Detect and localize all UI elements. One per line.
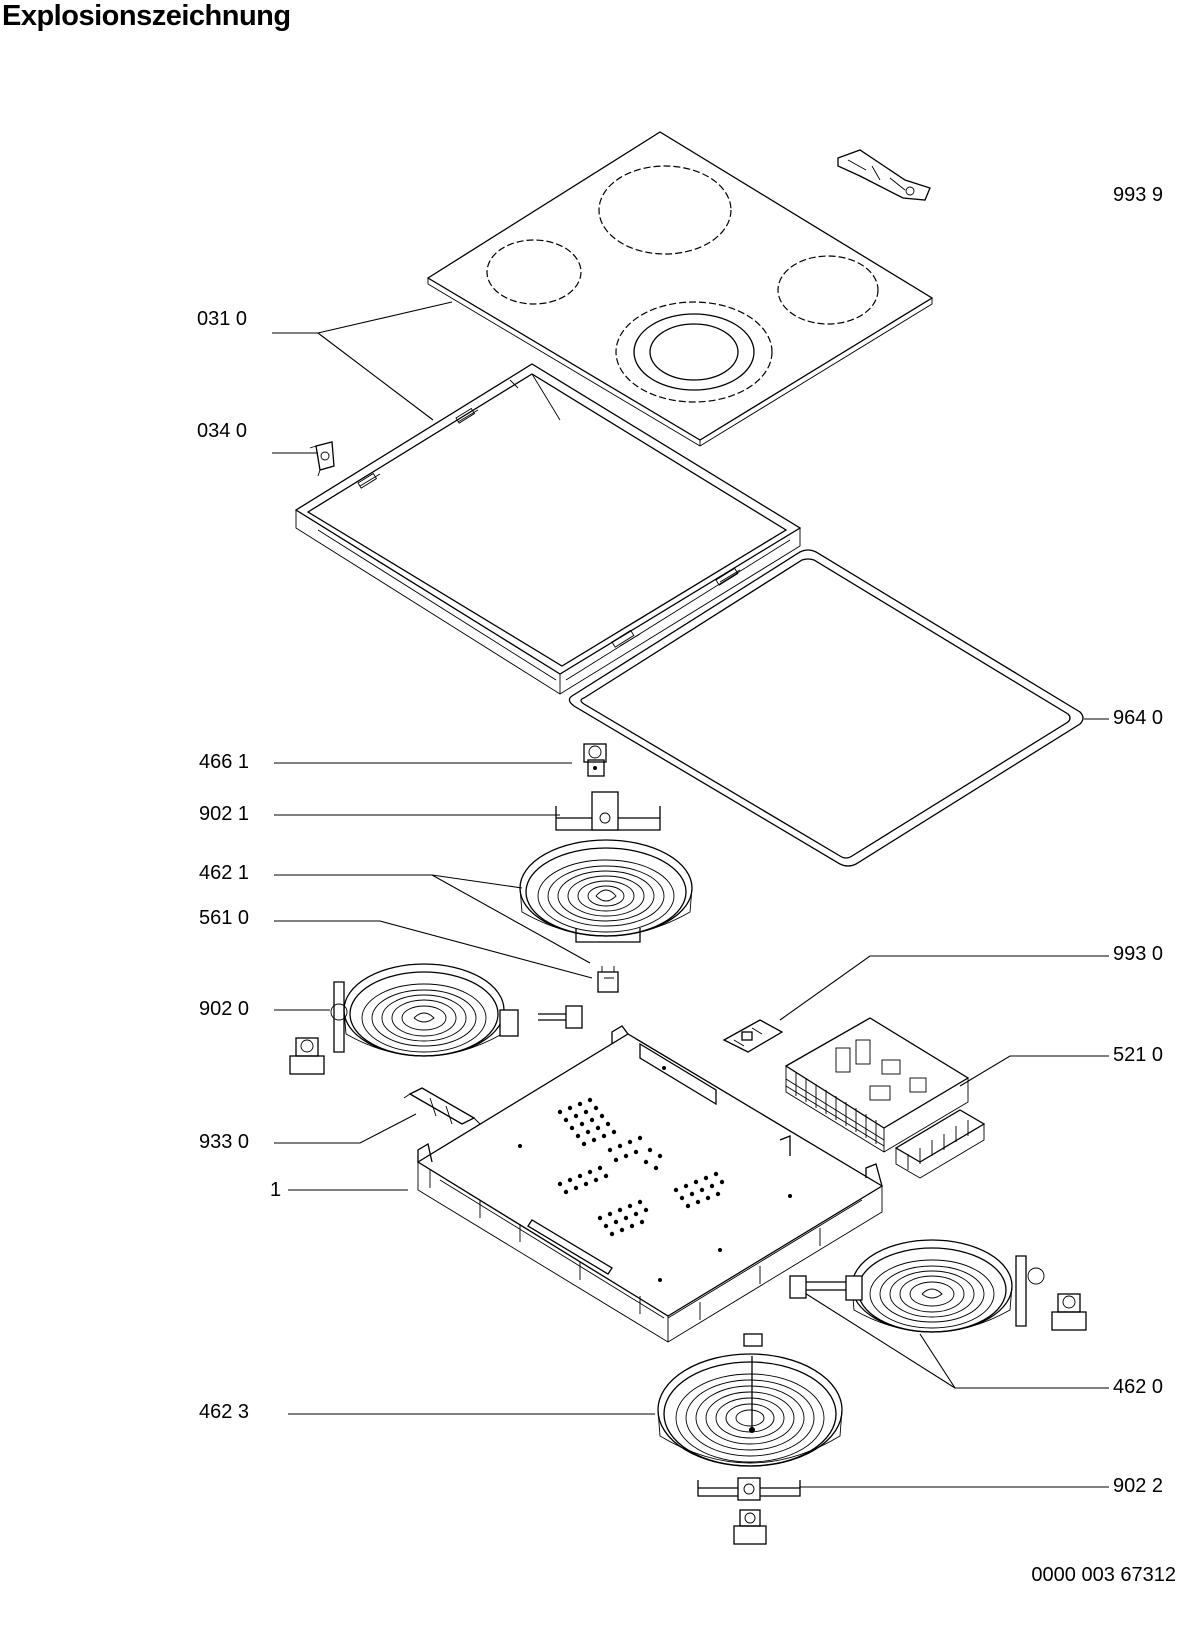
leader-521-0	[959, 1055, 1109, 1087]
part-561-0-connector	[597, 966, 619, 993]
leader-933-0	[274, 1113, 417, 1144]
part-034-0-clip	[309, 441, 335, 477]
part-466-1-regulator	[583, 743, 607, 777]
document-number: 0000 003 67312	[1031, 1564, 1176, 1586]
page-title: Explosionszeichnung	[2, 0, 291, 32]
callout-label-964-0: 964 0	[1113, 707, 1164, 729]
callout-label-031-0: 031 0	[197, 308, 248, 330]
part-902-0-left-element	[289, 963, 583, 1075]
part-933-0-clamp	[403, 1087, 481, 1125]
part-462-0-right-element	[789, 1239, 1087, 1333]
part-031-0-glass-top	[426, 131, 934, 447]
part-993-9-clip	[837, 149, 931, 201]
part-462-1-heating-element	[519, 839, 693, 943]
part-964-0-gasket	[568, 549, 1084, 867]
part-521-0-control-module	[784, 1017, 986, 1179]
part-462-3-dual-element	[657, 1333, 843, 1467]
leader-031-0	[272, 301, 453, 334]
leader-561-0	[274, 920, 593, 979]
callout-label-462-1: 462 1	[199, 862, 250, 884]
callout-label-034-0: 034 0	[197, 420, 248, 442]
leader-462-1-b	[431, 874, 591, 964]
callout-label-462-0: 462 0	[1113, 1376, 1164, 1398]
callout-label-1: 1	[270, 1179, 282, 1201]
callout-label-902-2: 902 2	[1113, 1475, 1164, 1497]
leader-lines	[272, 301, 1109, 1488]
leader-993-0	[779, 955, 1109, 1021]
callout-label-466-1: 466 1	[199, 751, 250, 773]
callout-label-462-3: 462 3	[199, 1401, 250, 1423]
callout-label-993-9: 993 9	[1113, 184, 1164, 206]
callout-label-902-1: 902 1	[199, 803, 250, 825]
callout-label-902-0: 902 0	[199, 998, 250, 1020]
callout-label-933-0: 933 0	[199, 1131, 250, 1153]
leader-462-0-b	[799, 1289, 956, 1389]
callout-label-521-0: 521 0	[1113, 1044, 1164, 1066]
callout-label-561-0: 561 0	[199, 907, 250, 929]
part-frame	[294, 363, 802, 695]
part-993-0-bracket	[722, 1019, 784, 1053]
part-902-1-bracket	[555, 791, 661, 831]
part-902-2-bracket	[697, 1477, 801, 1545]
callout-label-993-0: 993 0	[1113, 943, 1164, 965]
leader-462-0	[919, 1333, 1109, 1389]
leader-462-1	[274, 874, 523, 889]
leader-031-0-b	[317, 332, 434, 421]
part-1-base-tray	[416, 1025, 884, 1343]
